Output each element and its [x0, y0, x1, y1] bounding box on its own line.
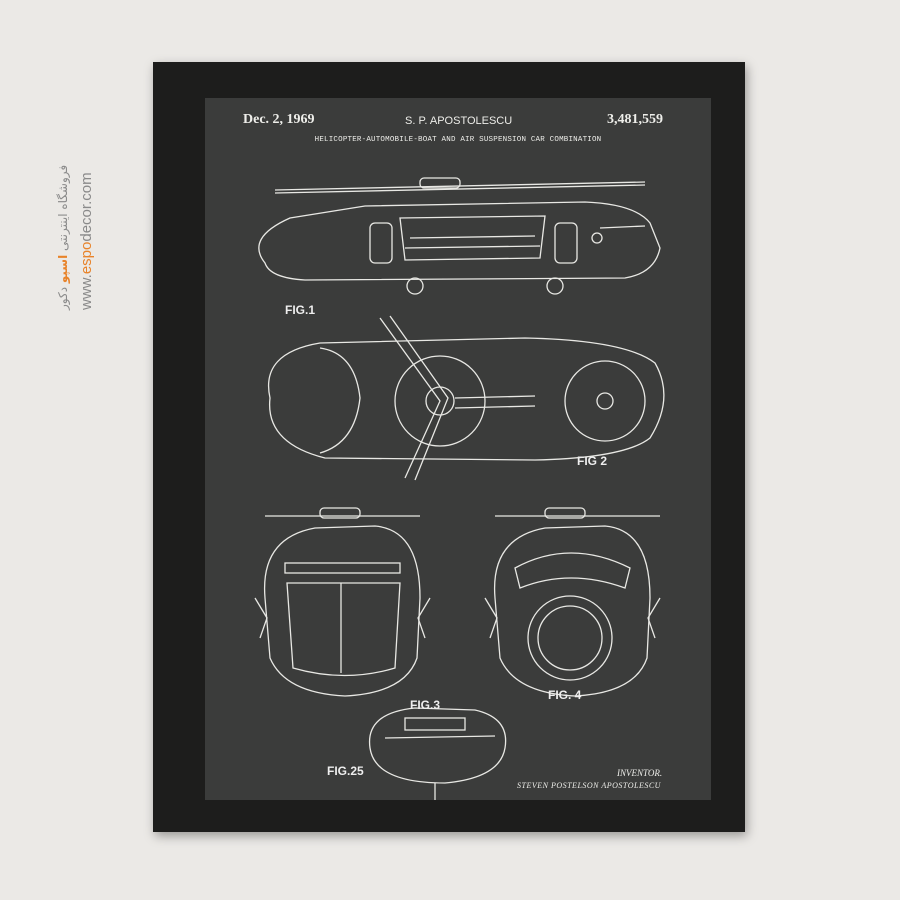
patent-title: HELICOPTER-AUTOMOBILE-BOAT AND AIR SUSPE… [314, 136, 602, 144]
website-url: www.espodecor.com [78, 172, 95, 310]
patent-date: Dec. 2, 1969 [243, 112, 315, 127]
inventor-name: STEVEN POSTELSON APOSTOLESCU [517, 781, 661, 790]
patent-poster: Dec. 2, 1969 S. P. APOSTOLESCU 3,481,559… [205, 98, 711, 800]
inventor-label: INVENTOR. [617, 768, 663, 778]
fig-4-label: FIG. 4 [548, 688, 582, 702]
patent-number: 3,481,559 [607, 112, 663, 127]
patent-author: S. P. APOSTOLESCU [405, 115, 513, 127]
patent-drawings [254, 177, 665, 800]
picture-frame: Dec. 2, 1969 S. P. APOSTOLESCU 3,481,559… [153, 62, 745, 832]
fig3-drawing [254, 507, 431, 697]
store-name: فروشگاه اینترنتی اسپو دکور [56, 164, 70, 310]
fig2-drawing [268, 315, 665, 481]
fig1-drawing [258, 177, 661, 295]
fig-2-label: FIG 2 [577, 454, 608, 468]
fig25-drawing [368, 707, 507, 800]
fig-1-label: FIG.1 [285, 303, 316, 317]
watermark: www.espodecor.com فروشگاه اینترنتی اسپو … [56, 70, 102, 310]
fig-3-label: FIG.3 [410, 698, 441, 712]
fig-25-label: FIG.25 [327, 764, 364, 778]
fig4-drawing [484, 507, 661, 697]
